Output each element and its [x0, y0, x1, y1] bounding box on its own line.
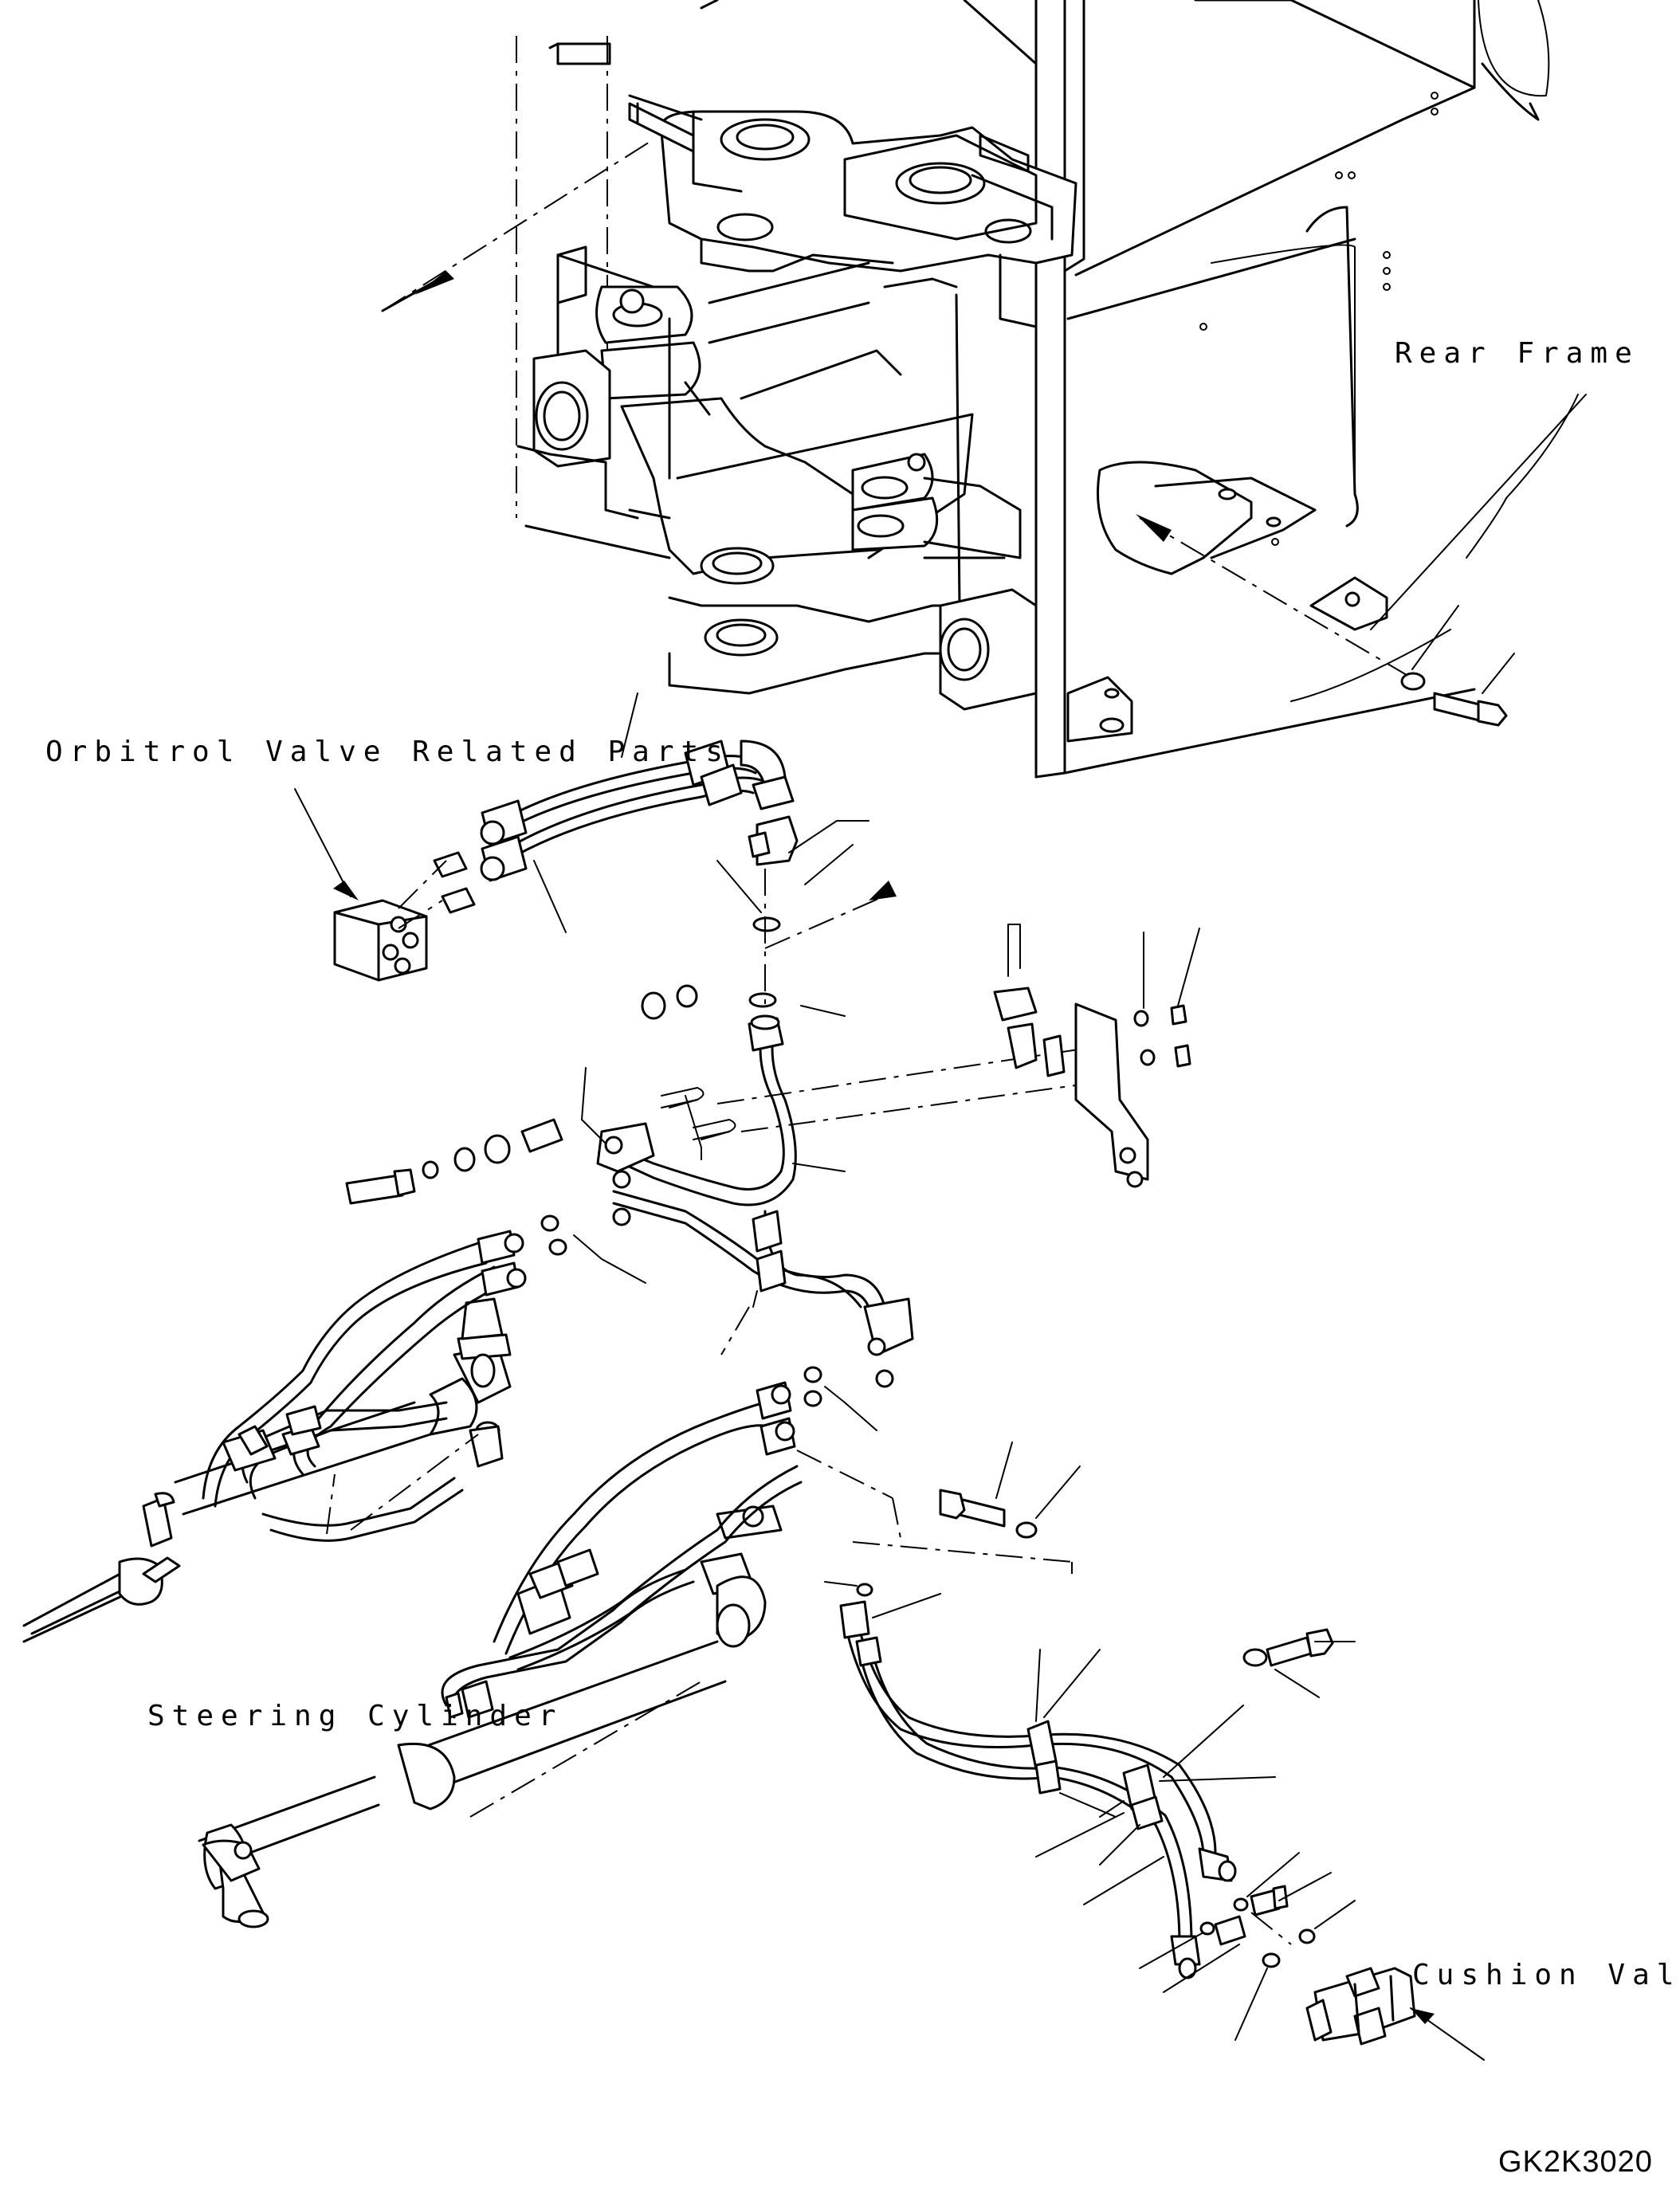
rear-frame-drawing: [381, 0, 1587, 779]
frame-mount-bolt: [1400, 605, 1515, 727]
right-steering-cylinder: [198, 1366, 901, 1928]
rear-frame-label: Rear Frame: [1395, 337, 1639, 370]
drawing-code: GK2K3020: [1498, 2145, 1653, 2179]
steering-pipe-assembly: [345, 924, 1200, 1388]
orbitrol-valve-label: Orbitrol Valve Related Parts: [45, 736, 730, 768]
orbitrol-valve-drawing: [294, 692, 897, 1017]
left-steering-cylinder: [22, 1230, 527, 1643]
cushion-valve-label: Cushion Valve: [1412, 1959, 1680, 1991]
cushion-valve-drawing: [824, 1442, 1485, 2061]
steering-cylinder-label: Steering Cylinder: [147, 1700, 563, 1732]
